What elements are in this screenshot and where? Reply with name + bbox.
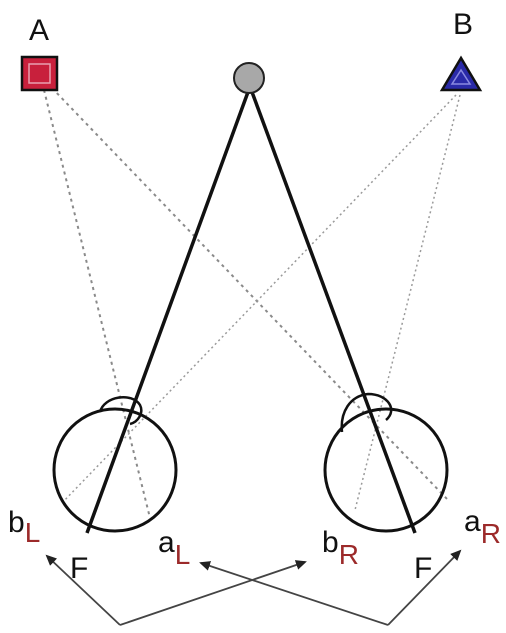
right-fovea-label: F (414, 552, 432, 585)
object-b-label: B (453, 8, 473, 41)
object-a: A (22, 14, 57, 90)
arrow-to-left-a (201, 563, 388, 625)
left-b-label: bL (8, 506, 40, 548)
left-b-main: b (8, 506, 25, 539)
object-a-square-icon (22, 57, 57, 90)
visual-axes (87, 92, 415, 533)
left-eyeball (54, 409, 176, 531)
left-a-label: aL (158, 526, 190, 570)
left-a-main: a (158, 526, 175, 559)
right-a-main: a (464, 505, 481, 538)
fixation-point (234, 63, 264, 93)
left-eye-labels: bL F aL (8, 506, 190, 585)
right-a-label: aR (464, 505, 501, 549)
correspondence-arrows (47, 551, 460, 625)
object-b: B (442, 8, 480, 90)
left-a-sub: L (175, 539, 191, 570)
right-b-main: b (322, 526, 339, 559)
right-a-sub: R (481, 518, 501, 549)
right-eye (325, 394, 447, 531)
right-eyeball (325, 409, 447, 531)
object-a-label: A (29, 14, 49, 47)
left-eye (54, 397, 176, 531)
left-b-sub: L (25, 517, 41, 548)
right-b-sub: R (339, 539, 359, 570)
right-b-label: bR (322, 526, 359, 570)
right-visual-axis (252, 92, 415, 533)
object-b-triangle-icon (442, 58, 480, 90)
object-b-projection-lines (60, 95, 460, 510)
a-to-left-eye-ray (44, 90, 150, 518)
a-to-right-eye-ray (52, 88, 448, 500)
arrow-to-right-b (120, 562, 305, 625)
left-visual-axis (87, 92, 248, 533)
